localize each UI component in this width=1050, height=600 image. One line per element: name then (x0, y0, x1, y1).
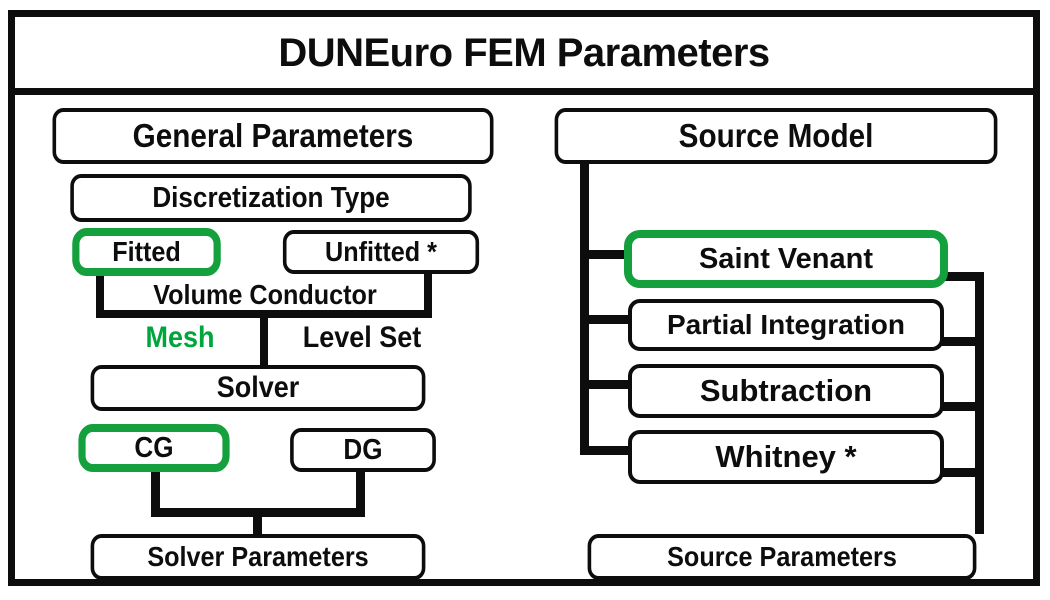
stub-subtraction-left (580, 380, 630, 389)
right-column-header[interactable]: Source Model (554, 108, 998, 164)
connector-fitted-down (96, 276, 104, 318)
node-cg[interactable]: CG (78, 424, 230, 472)
label-volume-conductor: Volume Conductor (153, 279, 377, 310)
node-source-parameters[interactable]: Source Parameters (587, 534, 977, 580)
source-model-left-spine (580, 163, 589, 455)
node-solver-parameters[interactable]: Solver Parameters (90, 534, 426, 580)
stub-partial-integration-right (940, 337, 984, 346)
node-whitney[interactable]: Whitney * (628, 430, 944, 484)
stub-subtraction-right (940, 402, 984, 411)
title-divider (8, 88, 1040, 95)
node-discretization-type[interactable]: Discretization Type (70, 174, 472, 222)
node-subtraction[interactable]: Subtraction (628, 364, 944, 418)
label-mesh: Mesh (145, 321, 215, 354)
stub-whitney-right (940, 468, 984, 477)
node-saint-venant[interactable]: Saint Venant (624, 230, 948, 288)
connector-cg-down (151, 470, 160, 516)
node-fitted[interactable]: Fitted (72, 228, 221, 276)
diagram-outer-frame (8, 10, 1040, 586)
connector-dg-down (356, 470, 365, 516)
stub-saint-venant-left (580, 250, 630, 259)
node-unfitted[interactable]: Unfitted * (282, 230, 480, 274)
stub-partial-integration-left (580, 315, 630, 324)
node-solver[interactable]: Solver (90, 365, 426, 411)
stub-saint-venant-right (940, 272, 984, 281)
page-title: DUNEuro FEM Parameters (278, 30, 770, 75)
stub-whitney-left (580, 446, 630, 455)
connector-join-to-solver (260, 310, 268, 368)
node-partial-integration[interactable]: Partial Integration (628, 299, 944, 351)
label-level-set: Level Set (302, 321, 422, 354)
left-column-header[interactable]: General Parameters (52, 108, 494, 164)
connector-join-to-solver-params (253, 508, 262, 538)
node-dg[interactable]: DG (290, 428, 436, 472)
connector-unfitted-down (424, 274, 432, 318)
